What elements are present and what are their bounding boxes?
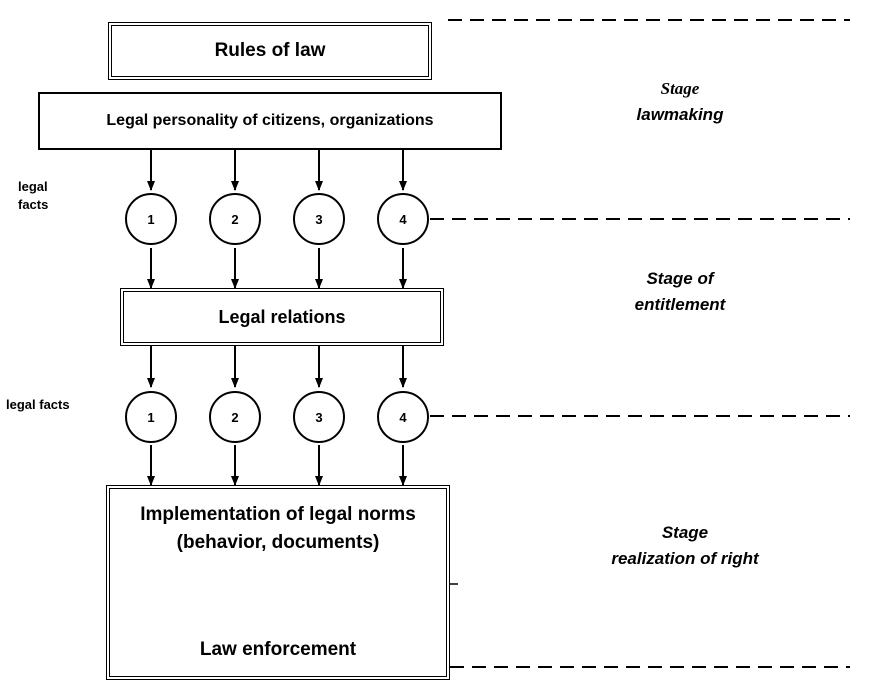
- legal-fact-circle: 4: [377, 391, 429, 443]
- legal-fact-circle: 2: [209, 391, 261, 443]
- legal-relations-box: Legal relations: [120, 288, 444, 346]
- legal-relations-label: Legal relations: [218, 306, 346, 327]
- legal-fact-circle: 4: [377, 193, 429, 245]
- legal-personality-box: Legal personality of citizens, organizat…: [38, 92, 502, 150]
- legal-fact-circle: 2: [209, 193, 261, 245]
- implementation-label: Implementation of legal norms (behavior,…: [140, 504, 416, 553]
- legal-personality-label: Legal personality of citizens, organizat…: [106, 112, 434, 129]
- stage-lawmaking-label: Stage lawmaking: [636, 79, 724, 124]
- legal-fact-circle: 1: [125, 391, 177, 443]
- rules-of-law-box: Rules of law: [108, 22, 432, 80]
- stage-realization-label: Stage realization of right: [611, 523, 759, 568]
- legal-fact-circle: 3: [293, 391, 345, 443]
- law-enforcement-label: Law enforcement: [199, 639, 357, 660]
- legal-fact-circle: 3: [293, 193, 345, 245]
- legal-fact-circle: 1: [125, 193, 177, 245]
- legal-facts-label-top: legal facts: [18, 179, 49, 212]
- stage-entitlement-label: Stage of entitlement: [634, 269, 726, 314]
- legal-facts-label-bottom: legal facts: [6, 397, 70, 412]
- implementation-box: Implementation of legal norms (behavior,…: [106, 485, 450, 680]
- rules-of-law-label: Rules of law: [214, 40, 326, 61]
